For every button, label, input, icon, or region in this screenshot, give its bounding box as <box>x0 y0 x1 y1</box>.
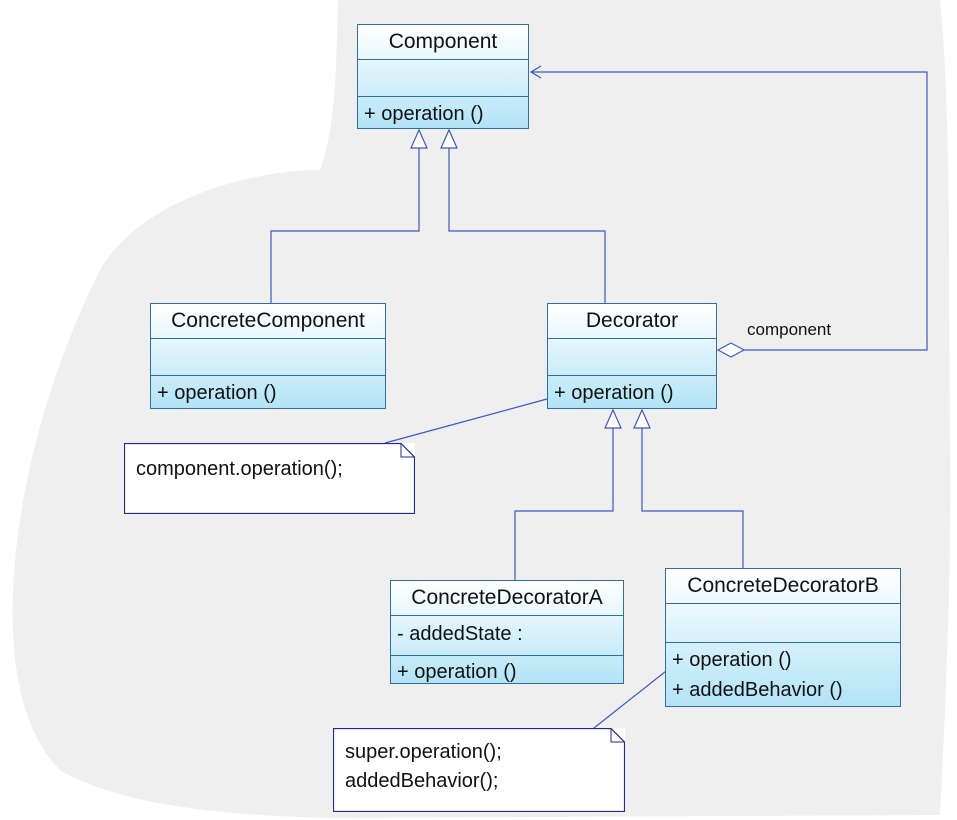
operations-section: + operation () <box>358 97 528 129</box>
operation: + operation () <box>397 661 517 683</box>
attributes-section: - addedState : <box>391 616 623 656</box>
note-line: addedBehavior(); <box>345 770 499 792</box>
operations-section: + operation () <box>548 376 716 408</box>
attributes-section <box>358 60 528 97</box>
attributes-section <box>151 339 385 376</box>
operation: + operation () <box>157 382 277 404</box>
class-name: ConcreteComponent <box>151 304 385 339</box>
operation: + addedBehavior () <box>672 679 843 701</box>
note-decorator[interactable]: component.operation(); <box>124 443 415 514</box>
class-concretedecoratorb[interactable]: ConcreteDecoratorB + operation () + adde… <box>665 568 901 707</box>
class-name: Component <box>358 25 528 60</box>
note-outline <box>124 443 415 514</box>
note-line: super.operation(); <box>345 741 502 763</box>
class-name: Decorator <box>548 304 716 339</box>
attribute: - addedState : <box>397 623 523 645</box>
class-name: ConcreteDecoratorA <box>391 581 623 616</box>
class-component[interactable]: Component + operation () <box>357 24 529 129</box>
operations-section: + operation () <box>391 656 623 687</box>
operation: + operation () <box>672 649 792 671</box>
note-decoratorb[interactable]: super.operation(); addedBehavior(); <box>333 728 625 812</box>
class-concretecomponent[interactable]: ConcreteComponent + operation () <box>150 303 386 409</box>
operations-section: + operation () + addedBehavior () <box>666 643 900 705</box>
operation: + operation () <box>554 382 674 404</box>
attributes-section <box>666 604 900 643</box>
class-decorator[interactable]: Decorator + operation () <box>547 303 717 409</box>
attributes-section <box>548 339 716 376</box>
operation: + operation () <box>364 103 484 125</box>
association-role-label: component <box>747 320 832 339</box>
note-outline <box>333 728 625 812</box>
operations-section: + operation () <box>151 376 385 408</box>
note-line: component.operation(); <box>136 458 343 480</box>
class-concretedecoratora[interactable]: ConcreteDecoratorA - addedState : + oper… <box>390 580 624 684</box>
class-name: ConcreteDecoratorB <box>666 569 900 604</box>
